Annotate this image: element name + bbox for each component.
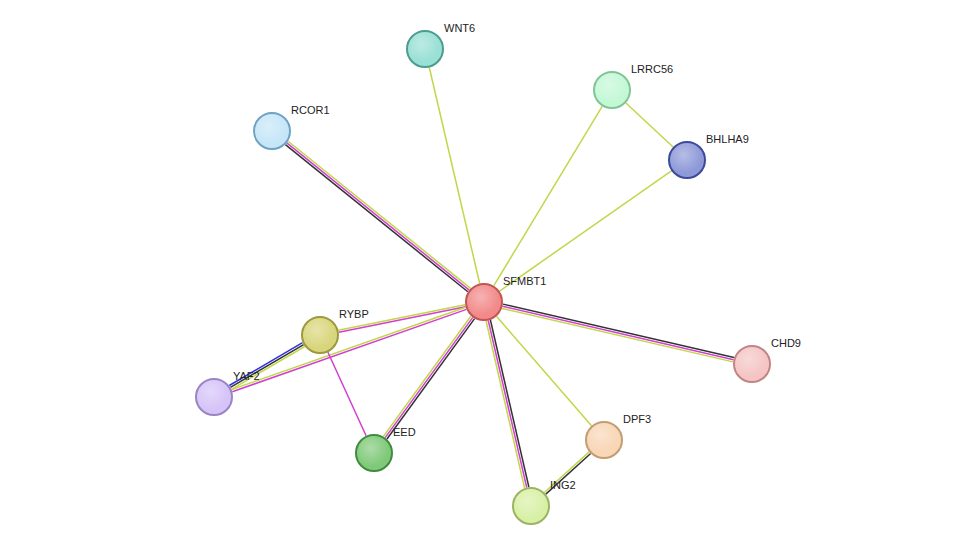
node-label: CHD9: [771, 337, 801, 349]
edge-line: [328, 352, 366, 435]
node-label: WNT6: [444, 22, 475, 34]
protein-node: YAF2: [195, 378, 233, 416]
edge-line: [383, 316, 471, 436]
interaction-edge: [544, 452, 590, 494]
node-label: ING2: [550, 479, 576, 491]
node-label: LRRC56: [631, 63, 673, 75]
edge-line: [490, 320, 528, 487]
protein-node: CHD9: [733, 345, 771, 383]
interaction-edge: [494, 106, 602, 285]
node-label: RYBP: [339, 308, 369, 320]
edge-line: [338, 305, 465, 331]
edge-line: [288, 141, 470, 288]
edge-line: [339, 307, 466, 333]
edge-line: [494, 106, 602, 285]
edge-line: [285, 145, 467, 292]
interaction-edge: [383, 316, 474, 439]
edge-line: [503, 304, 734, 357]
node-label: EED: [393, 426, 416, 438]
protein-node: RYBP: [301, 316, 339, 354]
edge-line: [486, 321, 524, 488]
edge-line: [496, 316, 591, 425]
edge-line: [287, 143, 469, 290]
node-label: DPF3: [623, 413, 651, 425]
edge-line: [502, 308, 733, 361]
protein-node: WNT6: [406, 30, 444, 68]
edge-line: [544, 452, 589, 493]
protein-node: LRRC56: [593, 71, 631, 109]
node-label: YAF2: [233, 370, 260, 382]
edge-line: [230, 345, 303, 388]
node-label: RCOR1: [291, 104, 330, 116]
interaction-edge: [496, 316, 591, 425]
protein-node: BHLHA9: [668, 141, 706, 179]
edge-line: [500, 171, 672, 291]
edge-line: [232, 309, 466, 391]
interaction-edge: [229, 343, 304, 390]
protein-node: SFMBT1: [465, 283, 503, 321]
interaction-edge: [338, 305, 465, 333]
interaction-edge: [500, 171, 672, 291]
interaction-edge: [626, 103, 673, 147]
node-label: BHLHA9: [706, 133, 749, 145]
edge-line: [229, 343, 302, 386]
edge-line: [626, 103, 673, 147]
edge-line: [232, 307, 466, 389]
protein-node: DPF3: [585, 421, 623, 459]
edge-line: [503, 306, 734, 359]
edge-line: [385, 317, 473, 437]
protein-node: ING2: [512, 487, 550, 525]
interaction-edge: [285, 141, 470, 292]
edge-line: [232, 346, 305, 389]
edge-line: [429, 68, 479, 284]
edge-line: [546, 454, 591, 495]
interaction-edge: [328, 352, 366, 435]
edge-line: [387, 319, 475, 439]
interaction-edge: [429, 68, 479, 284]
interaction-edge: [502, 304, 734, 362]
protein-node: RCOR1: [253, 112, 291, 150]
node-label: SFMBT1: [503, 275, 546, 287]
protein-node: EED: [355, 434, 393, 472]
